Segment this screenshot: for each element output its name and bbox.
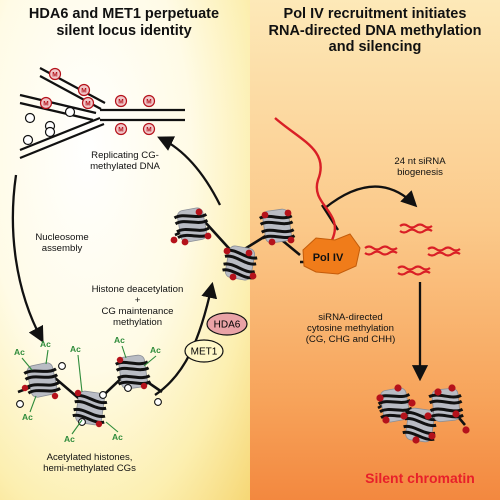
left-panel-background	[0, 0, 250, 500]
acetyl-mark: Ac	[70, 344, 81, 354]
sirna-duplexes	[364, 223, 461, 276]
methyl-mark-group	[39, 67, 156, 136]
sirna	[397, 265, 431, 271]
acetyl-tails	[21, 345, 157, 435]
open-sites	[16, 362, 162, 426]
open-site	[44, 126, 56, 138]
arrow-nucleosome-assembly	[11, 174, 44, 343]
acetyl-mark: Ac	[112, 432, 123, 442]
methyl-dots	[21, 356, 148, 428]
replicating-label: Replicating CG- methylated DNA	[90, 150, 160, 173]
pol-iv-blob	[302, 233, 361, 275]
sirna	[364, 250, 398, 256]
sirna	[364, 245, 398, 251]
replicating-dna: M M M M M M M M	[19, 67, 185, 160]
methyl-mark-label: M	[52, 72, 57, 79]
acetyl-mark: Ac	[40, 339, 51, 349]
rna-transcript	[274, 117, 336, 241]
methyl-mark	[142, 122, 156, 136]
dna-strand	[19, 93, 97, 115]
sirna-directed-label: siRNA-directed cytosine methylation (CG,…	[305, 312, 396, 346]
methyl-mark	[81, 96, 95, 110]
deacetylation-label: Histone deacetylation + CG maintenance m…	[91, 284, 184, 329]
methyl-mark	[114, 94, 128, 108]
middle-chromatin	[170, 204, 301, 284]
methyl-mark	[48, 67, 62, 81]
nucleosome-assembly-label: Nucleosome assembly	[35, 232, 89, 255]
open-site	[64, 106, 76, 118]
methyl-mark-label: M	[85, 101, 90, 108]
arrow-replication	[157, 136, 222, 206]
acetyl-mark: Ac	[64, 434, 75, 444]
dna-strand	[19, 122, 105, 160]
methyl-mark-label: M	[43, 101, 48, 108]
met1-enzyme: MET1	[184, 339, 224, 363]
methyl-mark-label: M	[81, 88, 86, 95]
acetylated-chromatin: Ac Ac Ac Ac Ac Ac Ac Ac	[14, 335, 163, 444]
dna-strand	[19, 116, 101, 152]
nucleosome	[171, 204, 213, 246]
acetyl-mark: Ac	[150, 345, 161, 355]
sirna	[427, 251, 461, 257]
sirna-biogenesis-label: 24 nt siRNA biogenesis	[394, 156, 446, 179]
arrow-sirna-biogenesis	[324, 185, 418, 209]
pol-iv-label: Pol IV	[313, 252, 344, 264]
methyl-mark-label: M	[118, 99, 123, 106]
silent-chromatin-label: Silent chromatin	[365, 470, 475, 486]
hda6-enzyme: HDA6	[206, 312, 248, 336]
methyl-mark	[142, 94, 156, 108]
sirna	[399, 228, 433, 234]
unmethylated-sites	[22, 106, 76, 146]
acetyl-mark: Ac	[14, 347, 25, 357]
sirna	[427, 246, 461, 252]
methyl-dots	[170, 208, 295, 281]
methyl-mark	[77, 83, 91, 97]
acetyl-mark: Ac	[114, 335, 125, 345]
acetyl-marks: Ac Ac Ac Ac Ac Ac Ac Ac	[14, 335, 161, 444]
open-site	[24, 112, 36, 124]
right-title: Pol IV recruitment initiates RNA-directe…	[268, 6, 482, 56]
dna-strand	[19, 101, 94, 122]
hda6-label: HDA6	[214, 320, 241, 331]
acetyl-mark: Ac	[22, 412, 33, 422]
sirna	[397, 270, 431, 276]
left-title: HDA6 and MET1 perpetuate silent locus id…	[28, 6, 220, 39]
methyl-mark	[39, 96, 53, 110]
methyl-mark-label: M	[146, 99, 151, 106]
sirna	[399, 223, 433, 229]
acetylated-label: Acetylated histones, hemi-methylated CGs	[43, 452, 136, 475]
pol-iv-complex: Pol IV	[274, 117, 361, 275]
methyl-mark-label: M	[146, 127, 151, 134]
open-site	[22, 134, 34, 146]
methyl-mark-label: M	[118, 127, 123, 134]
silent-chromatin	[374, 384, 470, 445]
methyl-mark	[114, 122, 128, 136]
met1-label: MET1	[191, 347, 218, 358]
methyl-dots	[376, 384, 470, 444]
